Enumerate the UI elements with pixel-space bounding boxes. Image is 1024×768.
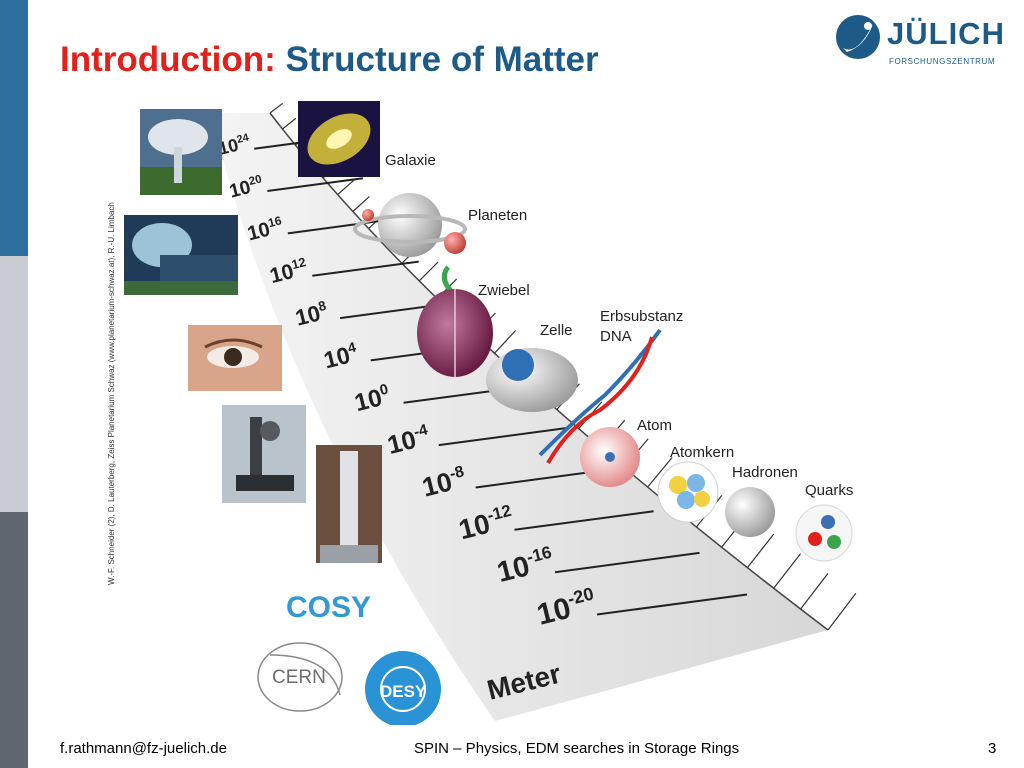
side-stripe-light-gray <box>0 256 28 512</box>
scale-label-exponent: 12 <box>290 254 307 272</box>
cern-logo: CERN <box>257 642 343 712</box>
logo-wordmark: JÜLICH <box>887 16 1005 51</box>
accelerator-lab-photo <box>316 445 382 563</box>
ladder-rung <box>647 457 673 488</box>
dna-image <box>538 328 662 465</box>
scale-label-base: 10 <box>534 592 574 632</box>
scale-band <box>210 113 828 721</box>
scale-tick-line <box>438 427 567 447</box>
scale-label-base: 10 <box>419 466 455 502</box>
image-credit: W.-F. Schneider (2), D. Lauterberg, Zeis… <box>107 202 116 585</box>
ladder-rung <box>269 102 284 114</box>
scale-label-base: 10 <box>321 342 353 374</box>
label-hadronen: Hadronen <box>732 464 798 481</box>
ladder-rung <box>746 533 775 568</box>
desy-logo: DESY <box>365 651 441 725</box>
nucleus-image <box>657 461 719 523</box>
scale-tick-line <box>267 177 364 192</box>
scale-label-base: 10 <box>267 259 296 288</box>
galaxy-image <box>298 101 380 177</box>
scale-label: 1016 <box>245 213 286 245</box>
side-stripe-blue <box>0 0 28 256</box>
scale-tick-line <box>312 260 419 277</box>
scale-label-base: 10 <box>385 426 419 460</box>
ladder-rung <box>494 330 517 354</box>
scale-labels: 102410201016101210810410010-410-810-1210… <box>216 132 748 632</box>
scale-label-base: 10 <box>494 550 533 589</box>
scale-tick-line <box>287 218 389 235</box>
ladder-rung <box>337 179 354 196</box>
desy-label: DESY <box>380 682 427 701</box>
scale-label: 10-4 <box>384 421 432 460</box>
ladder-rung <box>352 195 370 212</box>
scale-label-base: 10 <box>293 300 323 330</box>
scale-label-base: 10 <box>456 508 494 546</box>
scale-tick-line <box>554 551 700 574</box>
footer-talk-title: SPIN – Physics, EDM searches in Storage … <box>414 740 740 757</box>
label-zelle: Zelle <box>540 322 573 339</box>
title-introduction: Introduction: <box>60 40 276 79</box>
logo-subtitle: FORSCHUNGSZENTRUM <box>889 57 996 66</box>
label-zwiebel: Zwiebel <box>478 282 530 299</box>
microscope-photo <box>222 405 306 503</box>
ladder-rung <box>282 117 297 130</box>
radio-telescope-photo <box>140 109 222 195</box>
scale-label: 10-8 <box>419 463 469 503</box>
scale-tick-line <box>596 593 748 616</box>
title-topic: Structure of Matter <box>285 40 599 79</box>
scale-label: 100 <box>352 382 393 418</box>
slide-title: Introduction: Structure of Matter <box>60 40 599 80</box>
footer-page-number: 3 <box>988 740 997 757</box>
scale-label-exponent: -4 <box>412 421 430 441</box>
scale-label-exponent: 24 <box>236 132 251 147</box>
planets-image <box>353 193 467 257</box>
scale-label-base: 10 <box>227 177 253 203</box>
scale-label: 108 <box>293 298 331 331</box>
scale-label-exponent: 20 <box>248 173 263 188</box>
scale-label-exponent: 4 <box>346 339 358 356</box>
cosy-logo: COSY <box>286 591 371 624</box>
cern-label: CERN <box>272 667 326 688</box>
quarks-image <box>795 504 853 562</box>
juelich-logo-icon <box>836 15 880 59</box>
label-erbsubstanz: Erbsubstanz <box>600 308 683 325</box>
ladder-rung <box>418 261 439 282</box>
structure-of-matter-figure: 102410201016101210810410010-410-810-1210… <box>107 101 857 725</box>
ladder-rung <box>800 573 829 610</box>
scale-label: 1012 <box>267 254 310 288</box>
juelich-logo: JÜLICH FORSCHUNGSZENTRUM <box>835 12 1005 70</box>
cell-image <box>486 348 578 412</box>
scale-label: 104 <box>321 339 361 374</box>
footer-email: f.rathmann@fz-juelich.de <box>60 740 227 757</box>
label-quarks: Quarks <box>805 482 853 499</box>
scale-label-base: 10 <box>352 384 385 417</box>
label-galaxie: Galaxie <box>385 152 436 169</box>
scale-label-exponent: 16 <box>267 213 284 230</box>
label-planeten: Planeten <box>468 207 527 224</box>
ladder-rung <box>773 553 802 589</box>
scale-label-base: 10 <box>245 219 272 246</box>
scale-label: 1020 <box>227 173 265 202</box>
eye-photo <box>188 325 282 391</box>
side-stripe-dark-gray <box>0 512 28 768</box>
planetarium-photo <box>124 215 238 295</box>
scale-label-exponent: 8 <box>317 298 328 314</box>
label-atomkern: Atomkern <box>670 444 734 461</box>
scale-label-exponent: -8 <box>448 463 466 483</box>
label-dna: DNA <box>600 328 632 345</box>
hadron-image <box>725 487 775 537</box>
onion-image <box>417 265 493 377</box>
scale-label-exponent: 0 <box>378 382 390 400</box>
scale-tick-line <box>514 510 654 531</box>
label-atom: Atom <box>637 417 672 434</box>
ladder-rung <box>827 593 857 631</box>
atom-image <box>580 427 640 487</box>
